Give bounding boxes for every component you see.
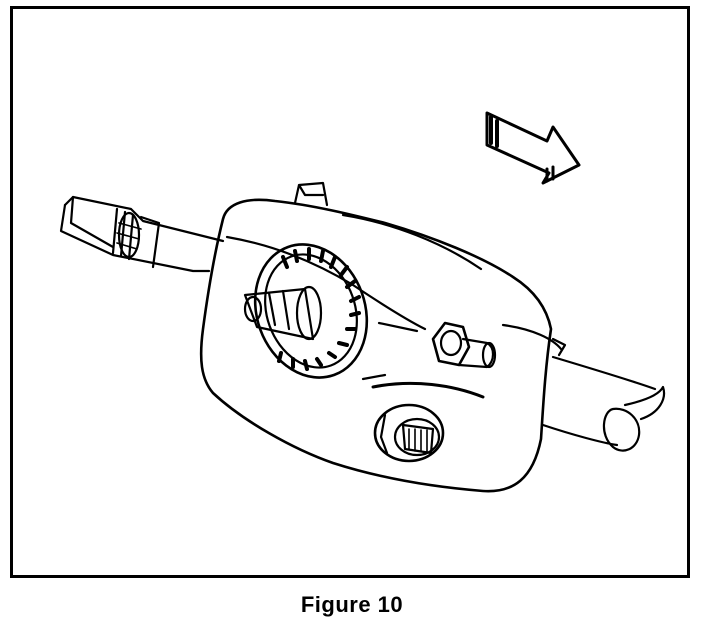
right-stalk-tube (501, 323, 666, 452)
switch-assembly-illustration (59, 111, 666, 493)
left-stalk-lever (59, 195, 225, 273)
hex-bolt (431, 321, 497, 369)
switch-housing (199, 181, 553, 493)
housing-detail-lines (361, 321, 485, 399)
electrical-connector (373, 403, 445, 463)
figure-frame (10, 6, 690, 578)
arrow-right-icon (485, 111, 581, 185)
figure-caption: Figure 10 (300, 592, 404, 617)
clock-spring-wheel (243, 243, 369, 379)
